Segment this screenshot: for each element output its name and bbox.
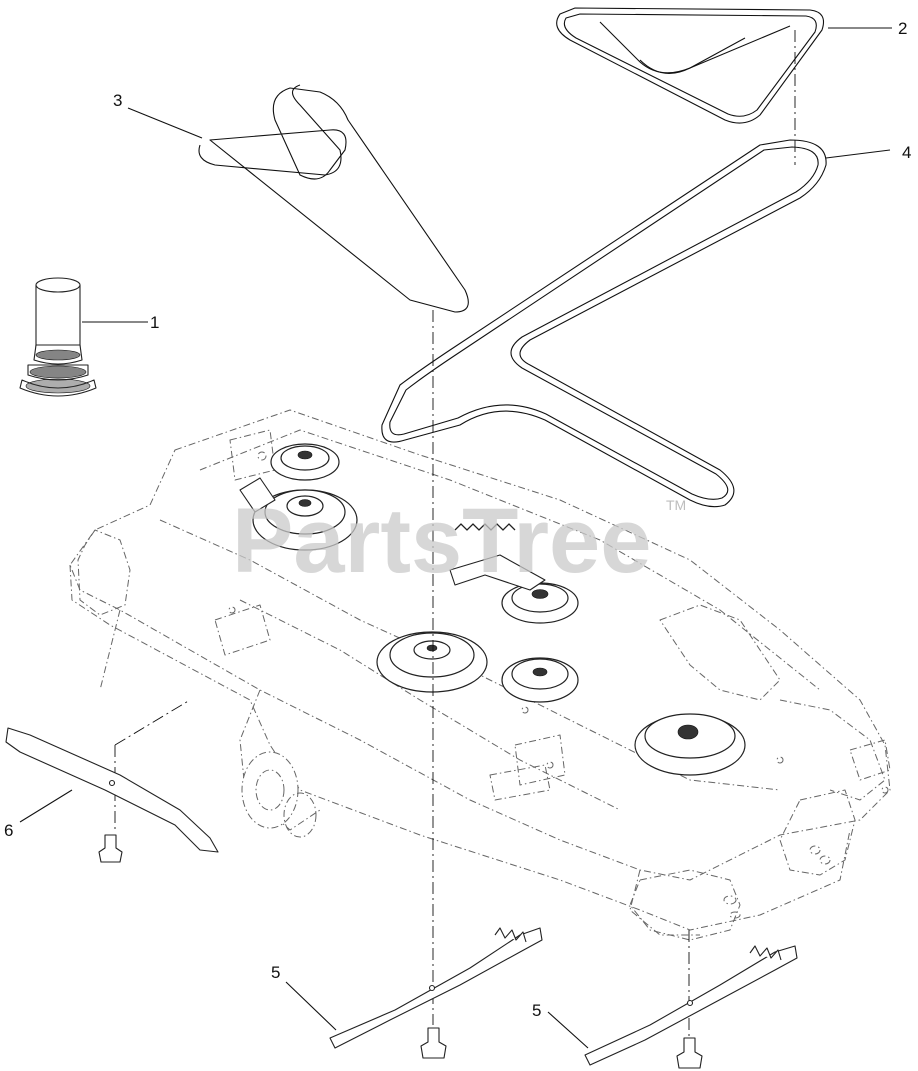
mower-deck — [69, 409, 891, 941]
leader-5-center — [285, 981, 337, 1031]
watermark-trademark: TM — [666, 497, 686, 513]
blade-center — [329, 927, 543, 1059]
leader-6 — [19, 789, 73, 823]
tensioner-pulley — [449, 554, 579, 624]
idler-pulley-upper — [270, 443, 340, 481]
callout-5-right: 5 — [532, 1001, 541, 1020]
callout-3: 3 — [113, 91, 122, 110]
callout-2: 2 — [898, 19, 907, 38]
tension-spring — [454, 523, 516, 531]
spindle-assembly — [19, 277, 97, 397]
blade-right — [584, 945, 798, 1069]
deck-roller-left — [241, 751, 317, 838]
callout-1: 1 — [150, 313, 159, 332]
callout-4: 4 — [902, 143, 911, 162]
idler-pulley-center — [501, 657, 579, 703]
deck-roller-right — [629, 869, 741, 941]
callout-5-center: 5 — [271, 963, 280, 982]
belt-small — [556, 7, 825, 124]
belt-large — [381, 139, 827, 508]
belt-small-inner-fold — [639, 37, 746, 74]
centerline-left-blade-link — [114, 699, 191, 746]
deck-pulleys — [239, 443, 746, 776]
spindle-pulley-left — [239, 477, 358, 551]
callout-6: 6 — [4, 821, 13, 840]
belt-medium — [198, 84, 469, 313]
deck-roller-front-right — [779, 789, 856, 876]
spindle-pulley-center — [376, 631, 488, 693]
leader-5-right — [547, 1011, 589, 1049]
leader-3 — [127, 107, 203, 139]
spindle-pulley-right — [634, 713, 746, 776]
watermark-logo: PartsTree — [232, 490, 651, 592]
leader-4 — [825, 149, 891, 159]
blade-left — [5, 727, 219, 863]
